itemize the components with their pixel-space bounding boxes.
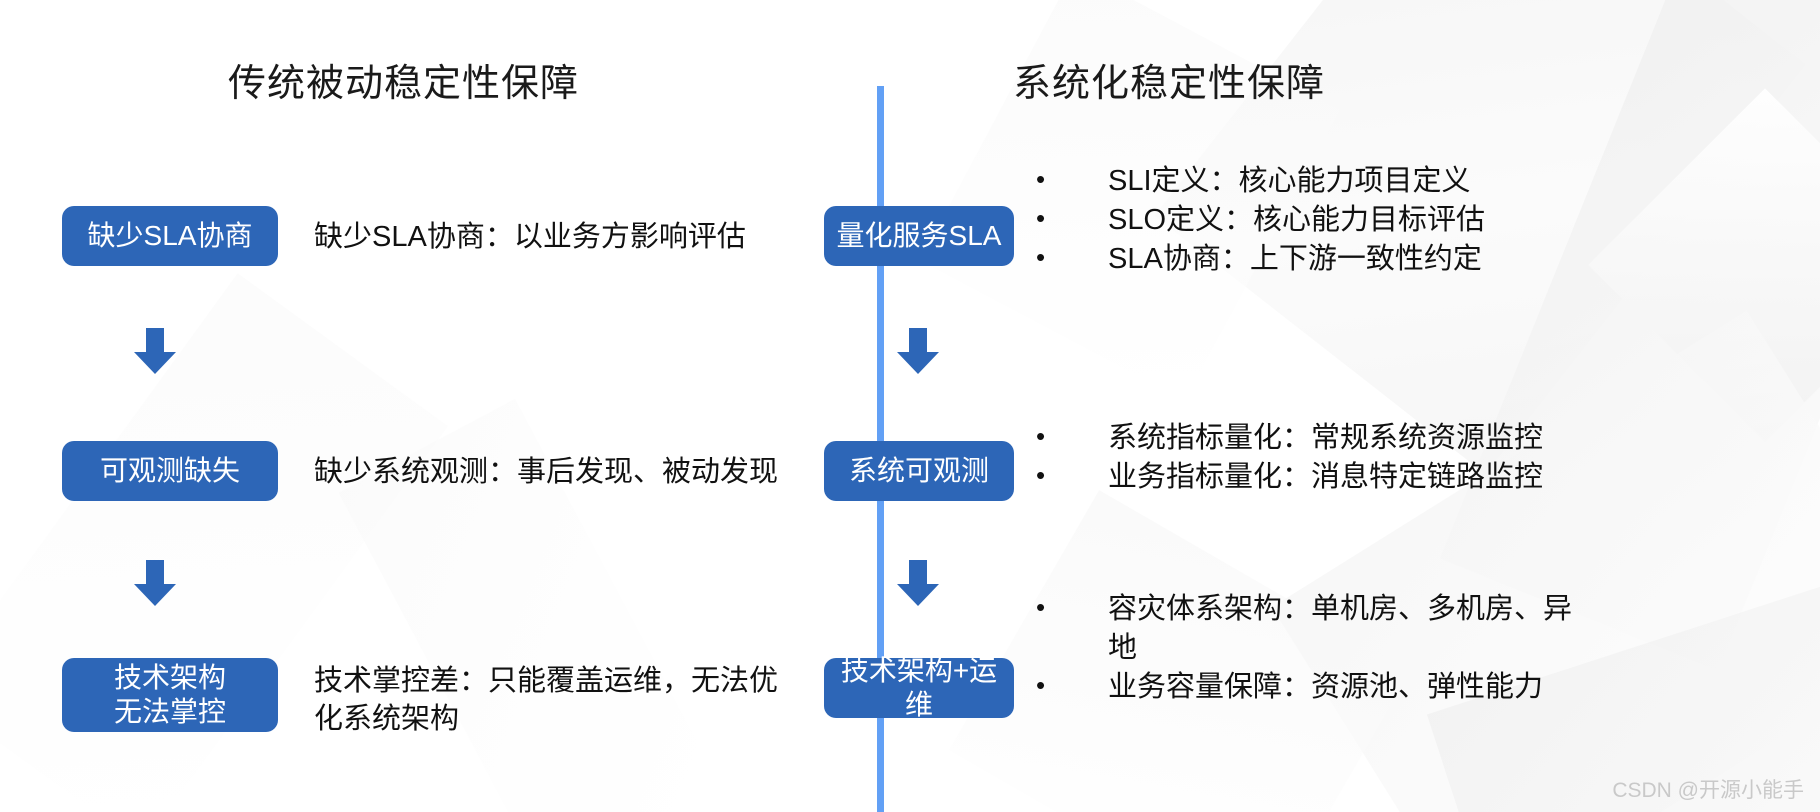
left-row-3: 技术架构 无法掌控 技术掌控差：只能覆盖运维，无法优 化系统架构: [62, 658, 784, 739]
right-row-2-bullets: • 系统指标量化：常规系统资源监控 • 业务指标量化：消息特定链路监控: [1036, 419, 1543, 497]
right-row-3-bullets: • 容灾体系架构：单机房、多机房、异 地 • 业务容量保障：资源池、弹性能力: [1036, 590, 1572, 707]
bullet-glyph: •: [1036, 421, 1046, 451]
pill-observability-gap[interactable]: 可观测缺失: [62, 441, 278, 501]
list-item: • SLO定义：核心能力目标评估: [1036, 202, 1486, 236]
left-row-2-description: 缺少系统观测：事后发现、被动发现: [314, 456, 779, 488]
list-item: • 业务指标量化：消息特定链路监控: [1036, 459, 1544, 493]
left-row-3-description: 技术掌控差：只能覆盖运维，无法优 化系统架构: [314, 665, 779, 736]
list-item: • 业务容量保障：资源池、弹性能力: [1036, 669, 1544, 703]
left-column-title: 传统被动稳定性保障: [228, 63, 580, 105]
left-row-1: 缺少SLA协商 缺少SLA协商：以业务方影响评估: [62, 206, 784, 266]
pill-architecture-uncontrollable[interactable]: 技术架构 无法掌控: [62, 658, 278, 732]
list-item: • SLI定义：核心能力项目定义: [1036, 164, 1471, 197]
deco-shard: [1588, 88, 1820, 442]
list-item: • 系统指标量化：常规系统资源监控: [1036, 421, 1544, 454]
down-arrow-icon: [897, 328, 939, 374]
bullet-glyph: •: [1036, 164, 1046, 194]
pill-missing-sla[interactable]: 缺少SLA协商: [62, 206, 278, 266]
down-arrow-icon: [134, 560, 176, 606]
arrow-head: [134, 584, 176, 606]
pill-system-observability[interactable]: 系统可观测: [824, 441, 1014, 501]
list-item: • SLA协商：上下游一致性约定: [1036, 241, 1482, 275]
arrow-shaft: [909, 560, 927, 586]
pill-architecture-plus-ops[interactable]: 技术架构+运维: [824, 655, 1014, 720]
bullet-glyph: •: [1036, 241, 1046, 272]
bullet-glyph: •: [1036, 592, 1046, 622]
right-row-3: 技术架构+运维 • 容灾体系架构：单机房、多机房、异 地 • 业务容量保障：资源…: [824, 592, 1572, 720]
right-row-1: 量化服务SLA • SLI定义：核心能力项目定义 • SLO定义：核心能力目标评…: [824, 164, 1485, 279]
arrow-shaft: [146, 560, 164, 586]
bullet-glyph: •: [1036, 669, 1046, 700]
arrow-head: [897, 352, 939, 374]
deco-shard: [1439, 0, 1820, 671]
right-row-2: 系统可观测 • 系统指标量化：常规系统资源监控 • 业务指标量化：消息特定链路监…: [824, 421, 1543, 501]
csdn-watermark: CSDN @开源小能手: [1612, 779, 1804, 802]
left-row-1-description: 缺少SLA协商：以业务方影响评估: [314, 221, 746, 253]
deco-shard: [1271, 310, 1820, 812]
right-row-1-bullets: • SLI定义：核心能力项目定义 • SLO定义：核心能力目标评估 • SLA协…: [1036, 162, 1485, 279]
down-arrow-icon: [134, 328, 176, 374]
pill-quantified-sla[interactable]: 量化服务SLA: [824, 206, 1014, 266]
arrow-shaft: [146, 328, 164, 354]
down-arrow-icon: [897, 560, 939, 606]
left-row-2: 可观测缺失 缺少系统观测：事后发现、被动发现: [62, 441, 784, 501]
arrow-head: [134, 352, 176, 374]
list-item: • 容灾体系架构：单机房、多机房、异 地: [1036, 592, 1573, 664]
right-column-title: 系统化稳定性保障: [1013, 63, 1326, 105]
bullet-glyph: •: [1036, 202, 1046, 233]
arrow-shaft: [909, 328, 927, 354]
bullet-glyph: •: [1036, 459, 1046, 490]
arrow-head: [897, 584, 939, 606]
